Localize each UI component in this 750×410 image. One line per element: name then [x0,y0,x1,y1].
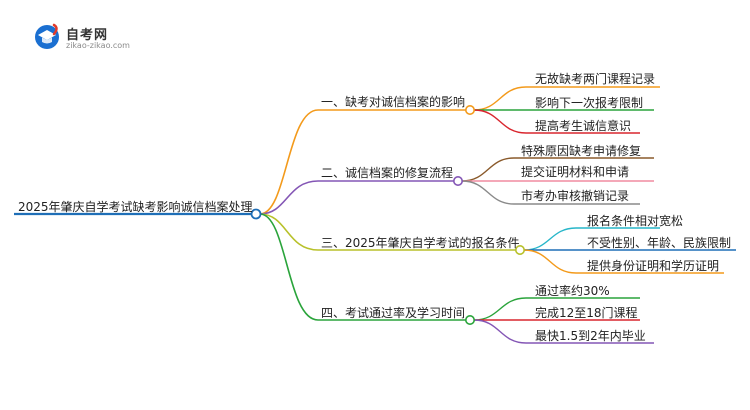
leaf-3-3-connector [523,249,577,274]
branch-4-label[interactable]: 四、考试通过率及学习时间 [321,306,466,320]
logo-url: zikao-zikao.com [66,41,130,50]
leaf-3-1-connector [523,227,577,251]
leaf-4-3-connector [473,319,527,344]
leaf-1-2-label[interactable]: 影响下一次报考限制 [535,96,644,110]
branch-2-label[interactable]: 二、诚信档案的修复流程 [321,166,454,180]
branch-4-node [464,314,475,325]
leaf-4-3-label[interactable]: 最快1.5到2年内毕业 [535,329,646,343]
root-node-label[interactable]: 2025年肇庆自学考试缺考影响诚信档案处理 [18,200,253,214]
leaf-2-2-label[interactable]: 提交证明材料和申请 [521,165,630,179]
leaf-1-3-connector [473,109,527,134]
branch-1-label[interactable]: 一、缺考对诚信档案的影响 [321,95,466,109]
root-node [250,208,262,220]
leaf-4-2-label[interactable]: 完成12至18门课程 [535,306,638,320]
logo-title: 自考网 [66,28,109,43]
leaf-3-2-label[interactable]: 不受性别、年龄、民族限制 [587,236,732,250]
branch-4-connector [259,213,319,321]
branch-3-node [514,245,525,256]
branch-1-node [464,105,475,116]
branch-3-label[interactable]: 三、2025年肇庆自学考试的报名条件 [321,236,520,250]
leaf-2-3-label[interactable]: 市考办审核撤销记录 [521,189,630,203]
leaf-1-1-label[interactable]: 无故缺考两门课程记录 [535,72,656,86]
leaf-4-1-connector [473,297,527,321]
leaf-3-3-label[interactable]: 提供身份证明和学历证明 [587,259,720,273]
leaf-3-1-label[interactable]: 报名条件相对宽松 [587,214,684,228]
branch-2-connector [259,180,319,215]
leaf-1-1-connector [473,86,527,111]
branch-3-connector [259,213,319,251]
leaf-2-1-label[interactable]: 特殊原因缺考申请修复 [521,144,642,158]
branch-1-connector [259,109,319,215]
leaf-1-3-label[interactable]: 提高考生诚信意识 [535,119,632,133]
site-logo[interactable]: 自考网 zikao-zikao.com [32,22,142,52]
leaf-2-1-connector [461,157,515,182]
branch-2-node [452,176,463,187]
leaf-2-3-connector [461,180,515,205]
graduation-cap-icon [35,23,59,49]
leaf-4-1-label[interactable]: 通过率约30% [535,284,610,298]
